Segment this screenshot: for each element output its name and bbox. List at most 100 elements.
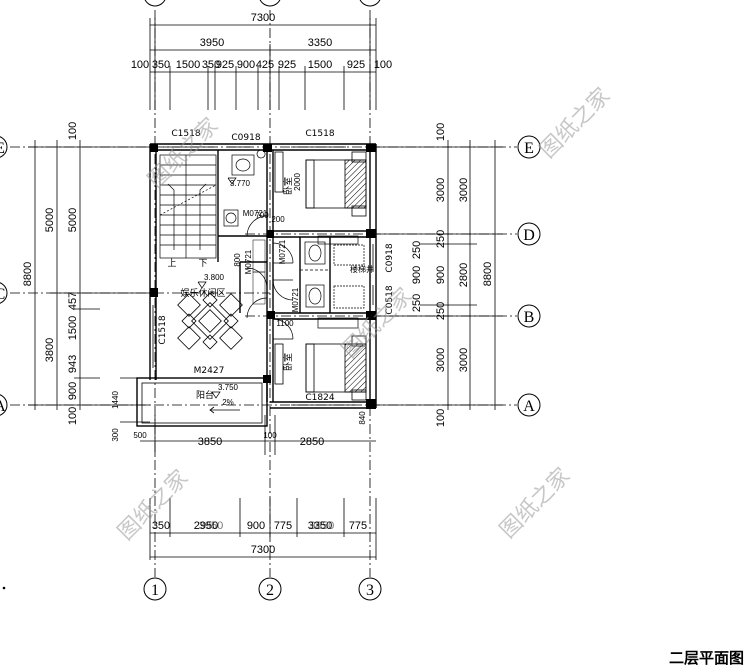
axis-lines <box>10 10 517 577</box>
svg-text:1440: 1440 <box>111 391 120 409</box>
axis-label-E: E <box>524 140 534 157</box>
svg-text:100: 100 <box>67 122 79 140</box>
windows <box>152 146 374 406</box>
svg-text:350: 350 <box>152 520 170 532</box>
watermark-3: 图纸之家 <box>337 283 417 363</box>
door-tags <box>252 239 266 305</box>
room-bedroom-bottom: 卧室 <box>282 353 294 371</box>
bed-bottom <box>305 335 367 401</box>
window-c1824: C1824 <box>305 393 334 403</box>
dim-left-total: 8800 <box>22 262 34 286</box>
svg-text:100: 100 <box>435 123 447 141</box>
svg-text:900: 900 <box>435 266 447 284</box>
svg-text:100: 100 <box>435 409 447 427</box>
dim-right-outer: 3000 2800 3000 <box>458 178 470 372</box>
axis-label-A-left: A <box>0 398 6 415</box>
svg-text:3000: 3000 <box>458 348 470 372</box>
middle-bath-fixtures <box>300 235 365 329</box>
svg-text:425: 425 <box>256 59 274 71</box>
axis-label-1: 1 <box>151 582 159 599</box>
door-m0721-c: M0721 <box>244 249 253 274</box>
svg-text:250: 250 <box>411 294 423 312</box>
elevation-3770: 3.770 <box>230 179 251 188</box>
window-c1518-left: C1518 <box>158 315 168 344</box>
mahjong-table <box>177 292 243 350</box>
axis-label-D: D <box>523 227 535 244</box>
watermark-5: 图纸之家 <box>495 463 575 543</box>
svg-text:900: 900 <box>237 59 255 71</box>
wardrobe-bars <box>274 151 284 385</box>
room-balcony: 阳台 <box>196 389 214 401</box>
dim-balcony: 500 3850 100 2850 <box>133 431 324 448</box>
dim-700: 700 <box>255 211 269 220</box>
dim-bottom-total: 7300 <box>251 544 275 556</box>
dim-top-split-2: 3350 <box>308 37 332 49</box>
svg-text:350: 350 <box>202 59 220 71</box>
dim-840: 840 <box>358 411 367 425</box>
axis-label-B: B <box>524 309 535 326</box>
svg-text:1500: 1500 <box>67 316 79 340</box>
dim-left-5000-b: 5000 <box>67 208 79 232</box>
svg-text:3850: 3850 <box>198 436 222 448</box>
room-lounge: 娱乐休闲区 <box>180 287 225 299</box>
dim-right-total: 8800 <box>482 262 494 286</box>
window-c1518-top-right: C1518 <box>305 129 334 139</box>
svg-text:2950: 2950 <box>194 520 218 532</box>
slope-arrow <box>209 406 240 414</box>
svg-text:3350: 3350 <box>308 520 332 532</box>
window-c0918-top: C0918 <box>231 133 260 143</box>
dim-right-inner: 100 3000 250 900 250 3000 100 250 900 25… <box>411 123 447 427</box>
axis-label-A: A <box>523 398 535 415</box>
svg-text:925: 925 <box>278 59 296 71</box>
svg-text:300: 300 <box>111 428 120 442</box>
top-dimension-lines <box>149 18 377 110</box>
svg-text:250: 250 <box>435 230 447 248</box>
elevation-3800: 3.800 <box>204 273 225 282</box>
svg-text:925: 925 <box>347 59 365 71</box>
door-m0721-a: M0721 <box>243 209 268 218</box>
elevation-3750: 3.750 <box>218 383 239 392</box>
svg-text:500: 500 <box>133 431 147 440</box>
window-c0918-right: C0918 <box>385 243 395 272</box>
door-m0721-b: M0721 <box>278 239 287 264</box>
svg-text:3000: 3000 <box>435 348 447 372</box>
dim-left-detail: 100 457 1500 943 900 100 1440 300 <box>67 122 120 442</box>
staircase <box>159 154 217 259</box>
drawing-title: 二层平面图 <box>668 649 744 667</box>
walls <box>136 143 377 427</box>
right-dimension-lines <box>376 140 503 410</box>
svg-text:900: 900 <box>67 382 79 400</box>
svg-text:775: 775 <box>349 520 367 532</box>
axis-label-2: 2 <box>266 582 274 599</box>
dim-800: 800 <box>233 253 242 267</box>
window-c0518-right: C0518 <box>385 285 395 314</box>
svg-text:943: 943 <box>67 355 79 373</box>
dim-2000: 2000 <box>293 173 302 191</box>
dim-left-5000-a: 5000 <box>44 208 56 232</box>
svg-text:3950: 3950 <box>199 520 223 532</box>
axis-label-C-left: C <box>0 286 5 303</box>
svg-text:250: 250 <box>411 241 423 259</box>
axis-label-3: 3 <box>366 582 374 599</box>
door-m0721-d: M0721 <box>291 287 300 312</box>
svg-text:2850: 2850 <box>300 436 324 448</box>
svg-text:100: 100 <box>263 431 277 440</box>
axis-label-E-left: E <box>0 140 5 157</box>
stair-down-label: 下 <box>198 259 207 269</box>
door-m2427: M2427 <box>194 366 225 376</box>
svg-text:1500: 1500 <box>308 59 332 71</box>
axis-bubbles <box>0 0 541 601</box>
window-c1518-top-left: C1518 <box>171 129 200 139</box>
room-bedroom-top: 卧室 <box>282 177 294 195</box>
svg-text:100: 100 <box>67 407 79 425</box>
dim-1100: 1100 <box>276 319 294 328</box>
watermark-2: 图纸之家 <box>535 83 615 163</box>
svg-text:1500: 1500 <box>176 59 200 71</box>
door-swings <box>246 215 294 340</box>
svg-text:100: 100 <box>374 59 392 71</box>
svg-text:3000: 3000 <box>435 178 447 202</box>
svg-text:3850: 3850 <box>310 520 334 532</box>
left-dimension-lines <box>28 140 150 423</box>
elevation-markers <box>197 177 237 399</box>
stray-dot <box>2 586 6 590</box>
